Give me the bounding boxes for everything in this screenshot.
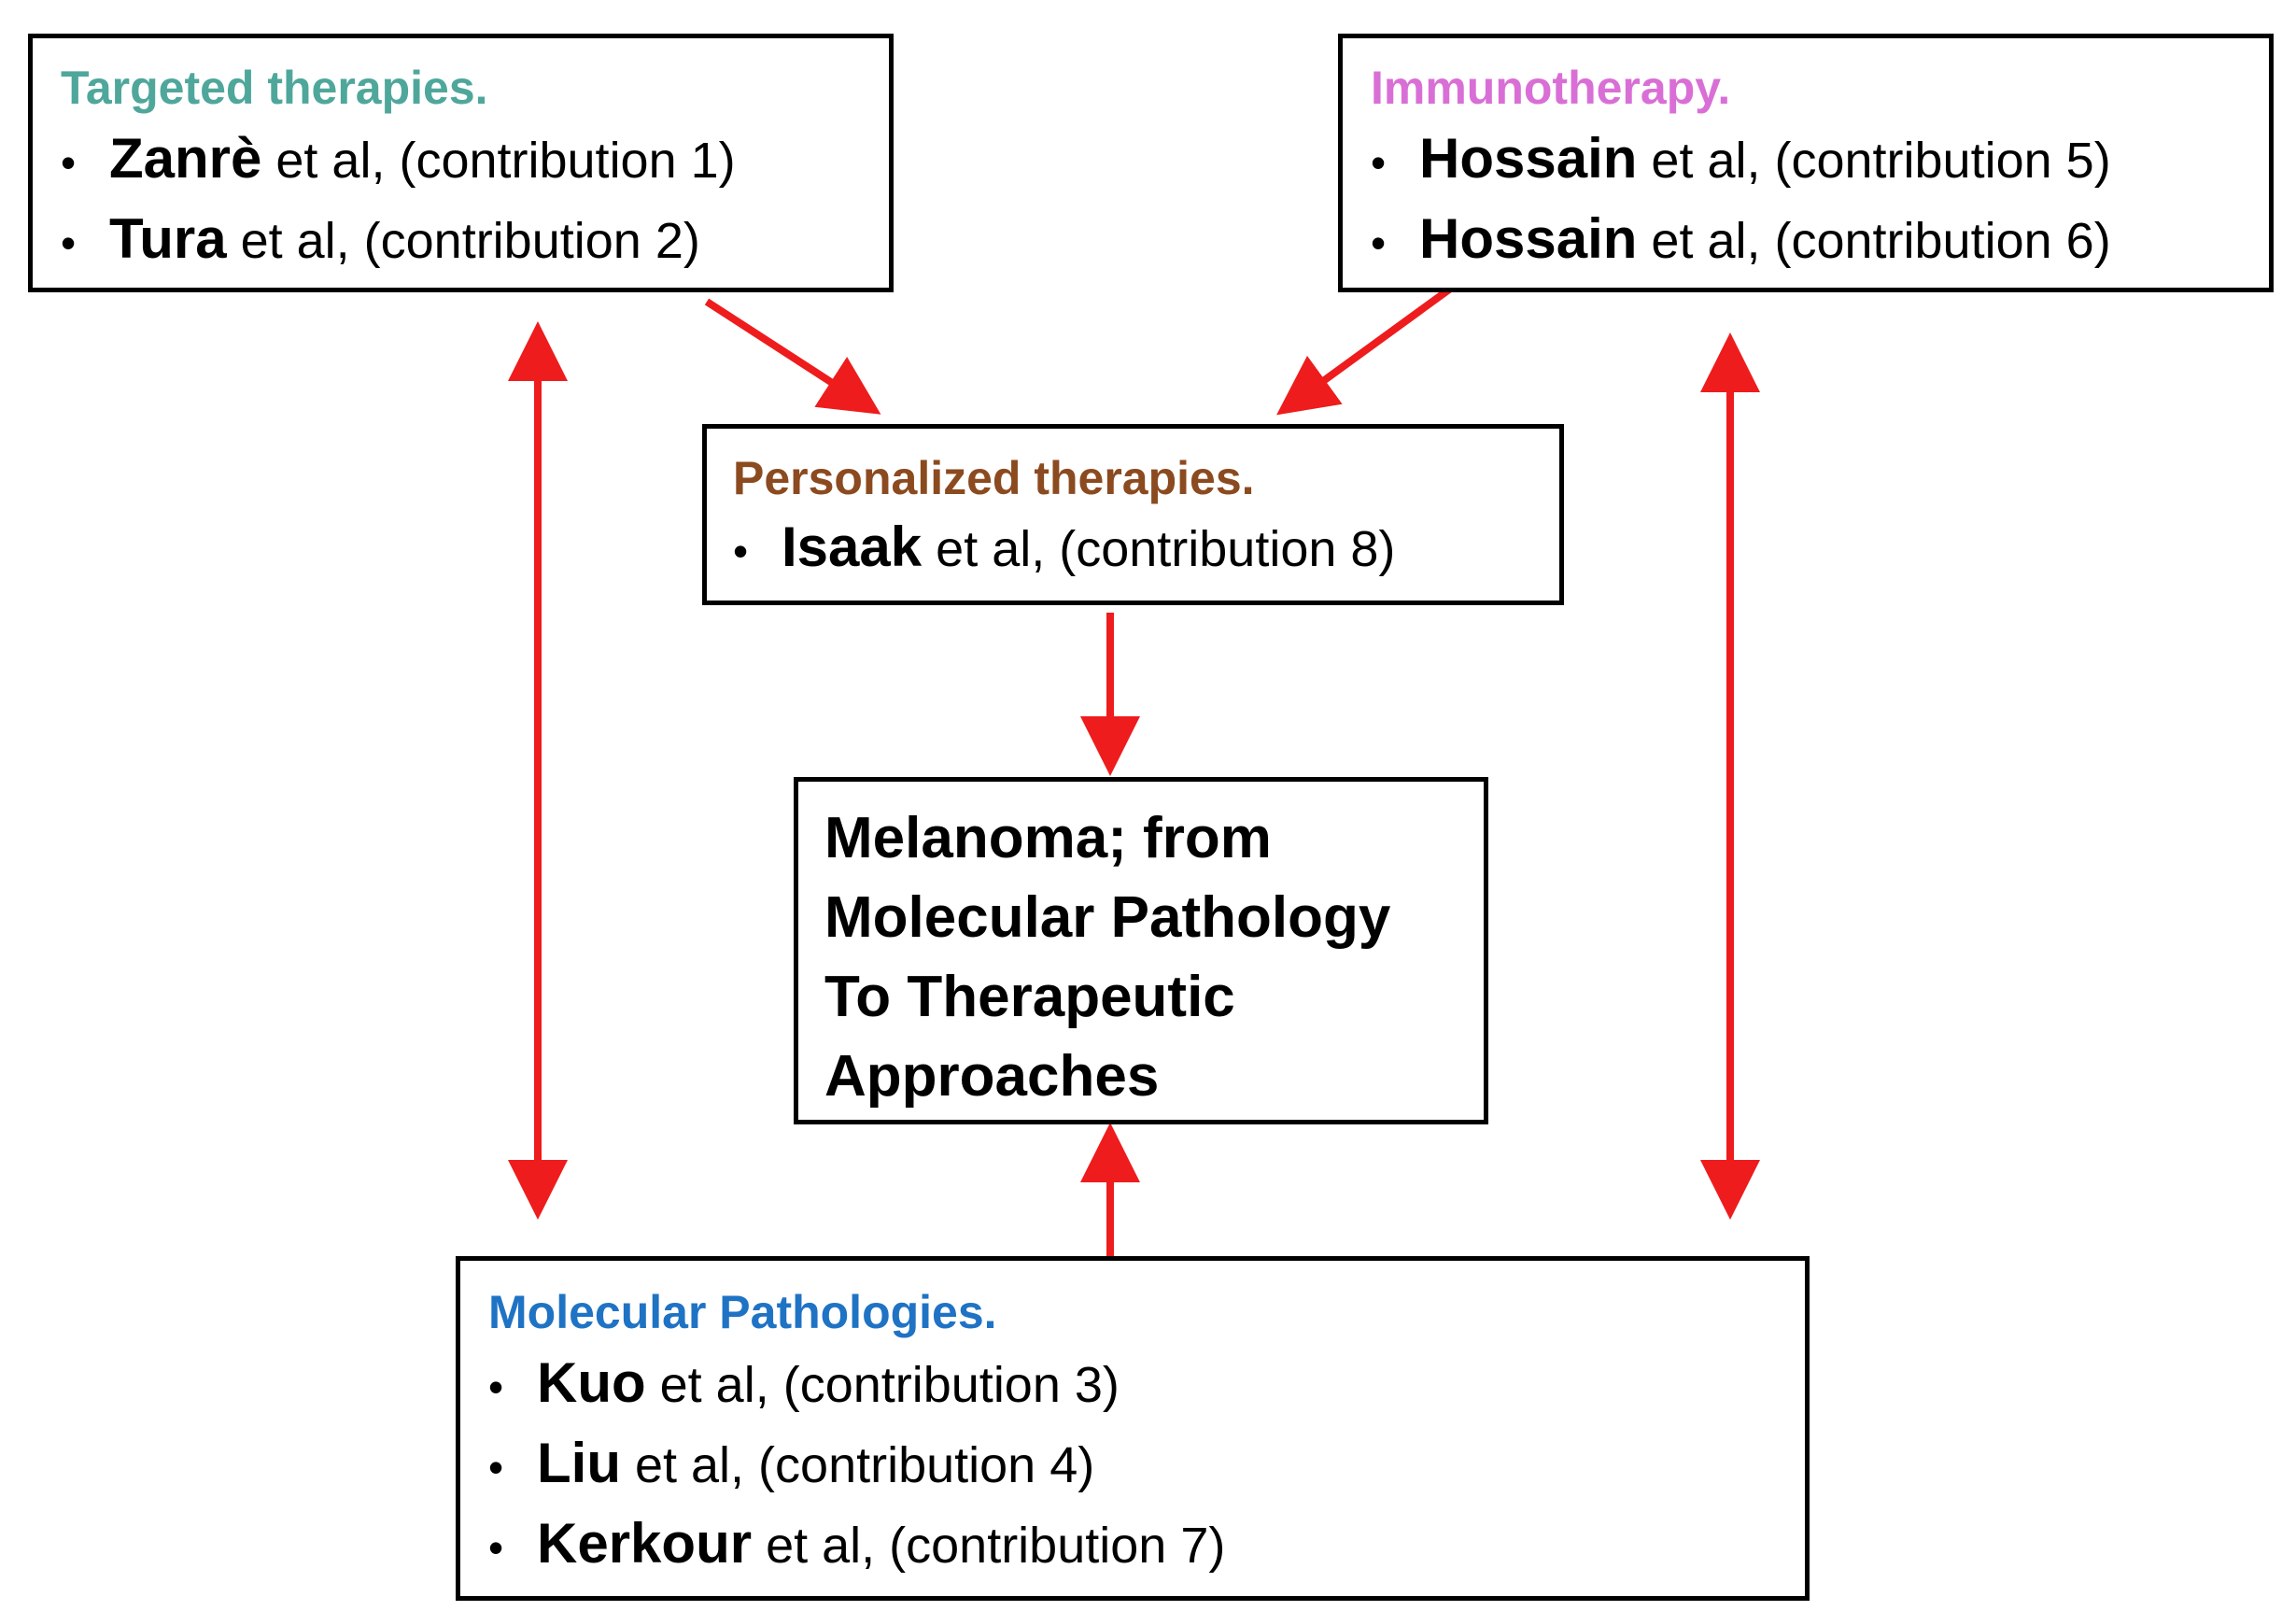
- personalized-therapies-box: Personalized therapies. • Isaak et al, (c…: [702, 424, 1564, 605]
- list-item: • Isaak et al, (contribution 8): [733, 507, 1395, 587]
- molecular-pathologies-title: Molecular Pathologies.: [488, 1286, 997, 1338]
- personalized-therapies-list: • Isaak et al, (contribution 8): [733, 507, 1395, 587]
- bullet: •: [733, 527, 749, 575]
- citation-text: et al, (contribution 4): [620, 1437, 1095, 1493]
- bullet: •: [488, 1443, 504, 1491]
- targeted-therapies-title: Targeted therapies.: [61, 62, 488, 114]
- list-item: • Liu et al, (contribution 4): [488, 1423, 1225, 1504]
- immunotherapy-title: Immunotherapy.: [1371, 62, 1731, 114]
- targeted-therapies-list: • Zanrè et al, (contribution 1) • Tura et …: [61, 119, 736, 279]
- bullet: •: [61, 219, 77, 267]
- arrow-immunotherapy-to-personalized: [1276, 286, 1452, 416]
- melanoma-central-box: Melanoma; from Molecular Pathology To Th…: [794, 777, 1488, 1124]
- author-name: Tura: [109, 207, 227, 270]
- list-item: • Hossain et al, (contribution 6): [1371, 199, 2111, 279]
- targeted-therapies-box: Targeted therapies. • Zanrè et al, (contr…: [28, 34, 894, 292]
- immunotherapy-box: Immunotherapy. • Hossain et al, (contribu…: [1338, 34, 2274, 292]
- list-item: • Zanrè et al, (contribution 1): [61, 119, 736, 199]
- author-name: Hossain: [1419, 127, 1638, 190]
- citation-text: et al, (contribution 2): [226, 213, 700, 269]
- bullet: •: [1371, 219, 1387, 267]
- citation-text: et al, (contribution 5): [1637, 133, 2111, 189]
- bullet: •: [488, 1363, 504, 1411]
- author-name: Hossain: [1419, 207, 1638, 270]
- arrow-targeted-to-personalized: [704, 298, 881, 415]
- list-item: • Tura et al, (contribution 2): [61, 199, 736, 279]
- author-name: Kerkour: [537, 1512, 753, 1575]
- list-item: • Kerkour et al, (contribution 7): [488, 1504, 1225, 1584]
- citation-text: et al, (contribution 7): [752, 1518, 1226, 1574]
- bullet: •: [1371, 138, 1387, 187]
- melanoma-title: Melanoma; from Molecular Pathology To Th…: [824, 806, 1391, 1109]
- immunotherapy-list: • Hossain et al, (contribution 5) • Hossai…: [1371, 119, 2111, 279]
- author-name: Isaak: [782, 516, 923, 578]
- bullet: •: [488, 1523, 504, 1572]
- personalized-therapies-title: Personalized therapies.: [733, 452, 1255, 504]
- citation-text: et al, (contribution 6): [1637, 213, 2111, 269]
- citation-text: et al, (contribution 8): [922, 521, 1396, 577]
- bullet: •: [61, 138, 77, 187]
- author-name: Zanrè: [109, 127, 262, 190]
- molecular-pathologies-list: • Kuo et al, (contribution 3) • Liu et al,…: [488, 1343, 1225, 1584]
- citation-text: et al, (contribution 3): [645, 1357, 1120, 1413]
- author-name: Kuo: [537, 1351, 646, 1414]
- list-item: • Hossain et al, (contribution 5): [1371, 119, 2111, 199]
- molecular-pathologies-box: Molecular Pathologies. • Kuo et al, (cont…: [456, 1256, 1810, 1601]
- author-name: Liu: [537, 1432, 621, 1494]
- citation-text: et al, (contribution 1): [261, 133, 736, 189]
- list-item: • Kuo et al, (contribution 3): [488, 1343, 1225, 1423]
